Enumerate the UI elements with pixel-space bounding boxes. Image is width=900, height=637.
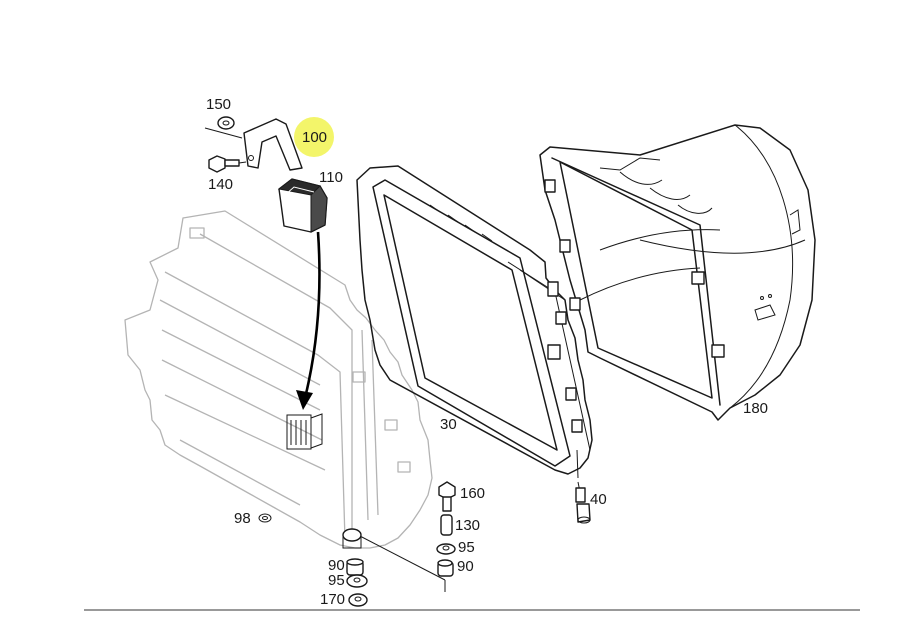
label-140: 140 bbox=[208, 176, 233, 193]
part-95-grommet-right bbox=[436, 543, 456, 555]
part-90-mount-left bbox=[346, 558, 364, 576]
part-30-radiator bbox=[356, 165, 593, 479]
part-150-washer bbox=[204, 116, 243, 139]
part-110-module bbox=[277, 178, 328, 233]
part-180-shroud bbox=[539, 124, 816, 421]
label-95-right: 95 bbox=[458, 539, 475, 556]
part-95-grommet-left bbox=[346, 574, 368, 588]
label-30: 30 bbox=[440, 416, 457, 433]
label-150: 150 bbox=[206, 96, 231, 113]
label-170: 170 bbox=[320, 591, 345, 608]
label-130: 130 bbox=[455, 517, 480, 534]
part-100-bracket bbox=[243, 118, 303, 171]
ghost-radiator-assembly bbox=[124, 210, 433, 549]
label-90-right: 90 bbox=[457, 558, 474, 575]
part-170-nut bbox=[348, 593, 368, 607]
ghost-connector bbox=[286, 413, 323, 450]
label-95-left: 95 bbox=[328, 572, 345, 589]
ghost-mount-clip bbox=[342, 528, 362, 549]
label-90-left: 90 bbox=[328, 557, 345, 574]
part-160-bolt bbox=[438, 481, 456, 512]
part-90-mount-right bbox=[437, 559, 454, 577]
part-98-plug bbox=[258, 513, 272, 523]
label-40: 40 bbox=[590, 491, 607, 508]
part-130-sleeve bbox=[440, 514, 453, 536]
part-140-bolt bbox=[208, 155, 247, 173]
label-100: 100 bbox=[302, 129, 327, 146]
mount-leader-line bbox=[357, 534, 446, 581]
label-180: 180 bbox=[743, 400, 768, 417]
label-110: 110 bbox=[319, 169, 343, 186]
label-98: 98 bbox=[234, 510, 251, 527]
part-100-highlight bbox=[294, 117, 334, 157]
install-arrow bbox=[296, 231, 321, 410]
part-40-sensor bbox=[575, 481, 591, 524]
label-160: 160 bbox=[460, 485, 485, 502]
